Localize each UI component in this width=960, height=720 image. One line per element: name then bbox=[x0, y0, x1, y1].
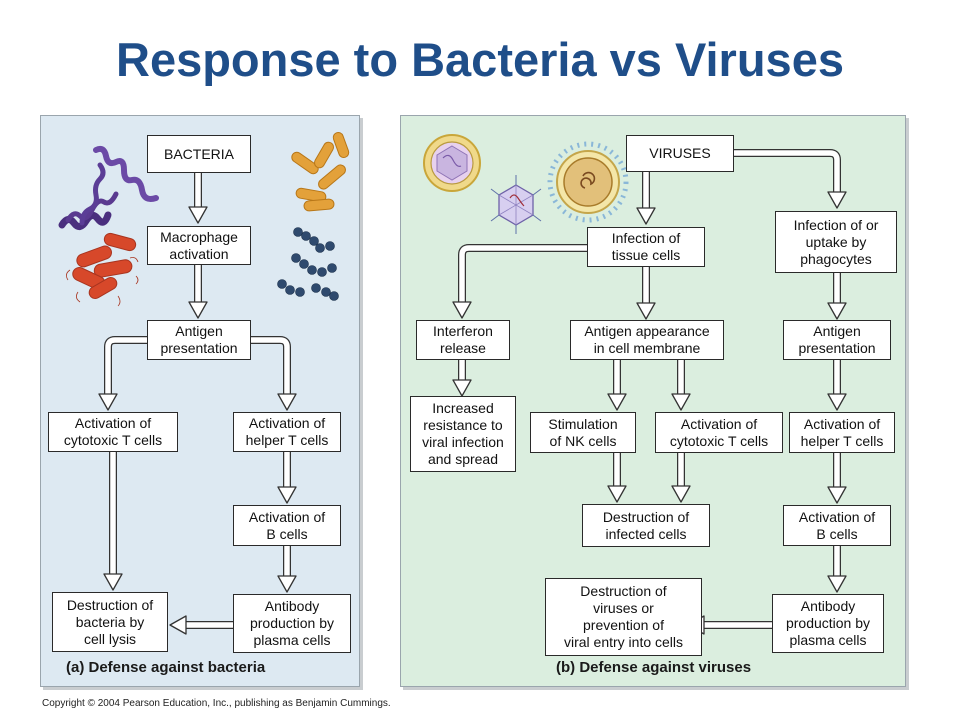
arrow-viruses-infection-tissue bbox=[636, 172, 656, 225]
virus-cytotoxic-t-label: Activation of cytotoxic T cells bbox=[669, 415, 769, 449]
bacteria-destruction-label: Destruction of bacteria by cell lysis bbox=[66, 596, 154, 647]
virus-helper-t-label: Activation of helper T cells bbox=[800, 415, 884, 449]
arrow-antigen-split bbox=[98, 336, 297, 411]
bacteria-destruction-node: Destruction of bacteria by cell lysis bbox=[52, 592, 168, 652]
interferon-release-node: Interferon release bbox=[416, 320, 510, 360]
icosahedral-virus-icon bbox=[490, 175, 542, 234]
virus-destruction-node: Destruction of viruses or prevention of … bbox=[545, 578, 702, 656]
arrow-cytotoxic-destruction bbox=[103, 452, 123, 591]
b-cell-activation-node: Activation of B cells bbox=[233, 505, 341, 546]
arrow-infection-interferon bbox=[452, 244, 587, 319]
arrow-viruses-phagocytes bbox=[734, 149, 847, 209]
virus-antibody-production-node: Antibody production by plasma cells bbox=[772, 594, 884, 653]
slide-title: Response to Bacteria vs Viruses bbox=[116, 33, 844, 86]
cytotoxic-t-activation-label: Activation of cytotoxic T cells bbox=[63, 415, 163, 448]
arrow-cytotoxic-destruction-infected bbox=[671, 453, 691, 503]
arrow-antigen-helper bbox=[827, 360, 847, 411]
bacteria-label: BACTERIA bbox=[163, 145, 234, 162]
phagocyte-infection-node: Infection of or uptake by phagocytes bbox=[775, 211, 897, 273]
virus-destruction-label: Destruction of viruses or prevention of … bbox=[563, 583, 684, 650]
infected-cell-destruction-label: Destruction of infected cells bbox=[602, 508, 690, 542]
interferon-release-label: Interferon release bbox=[433, 323, 493, 356]
helper-t-activation-node: Activation of helper T cells bbox=[233, 412, 341, 452]
increased-resistance-label: Increased resistance to viral infection … bbox=[422, 400, 504, 467]
increased-resistance-node: Increased resistance to viral infection … bbox=[410, 396, 516, 472]
viruses-label: VIRUSES bbox=[649, 145, 711, 161]
enveloped-virus-icon bbox=[423, 134, 481, 192]
panel-b-caption: (b) Defense against viruses bbox=[556, 659, 752, 676]
helper-t-activation-label: Activation of helper T cells bbox=[245, 415, 329, 448]
arrow-helper-bcells bbox=[277, 452, 297, 504]
bacteria-node: BACTERIA bbox=[147, 135, 251, 173]
macrophage-activation-node: Macrophage activation bbox=[147, 226, 251, 265]
nk-stimulation-node: Stimulation of NK cells bbox=[530, 412, 636, 453]
antigen-presentation-label: Antigen presentation bbox=[160, 323, 238, 356]
antibody-production-node: Antibody production by plasma cells bbox=[233, 594, 351, 653]
arrow-antibody-destruction-viruses bbox=[687, 615, 772, 635]
tissue-infection-node: Infection of tissue cells bbox=[587, 227, 705, 267]
arrow-antigen-cytotoxic bbox=[671, 360, 691, 411]
arrow-phagocytes-antigen bbox=[827, 273, 847, 320]
virus-b-cell-activation-label: Activation of B cells bbox=[798, 508, 876, 542]
arrow-bcells-antibody-virus bbox=[827, 546, 847, 593]
copyright-notice: Copyright © 2004 Pearson Education, Inc.… bbox=[42, 698, 391, 709]
phagocyte-infection-label: Infection of or uptake by phagocytes bbox=[793, 216, 879, 267]
antigen-presentation-node: Antigen presentation bbox=[147, 320, 251, 360]
rod-bacteria-icon bbox=[291, 131, 350, 212]
tissue-infection-label: Infection of tissue cells bbox=[611, 230, 681, 263]
cytotoxic-t-activation-node: Activation of cytotoxic T cells bbox=[48, 412, 178, 452]
arrow-infection-antigen-membrane bbox=[636, 267, 656, 320]
arrow-helper-bcells-virus bbox=[827, 453, 847, 504]
arrow-antibody-destruction bbox=[169, 615, 233, 635]
antibody-production-label: Antibody production by plasma cells bbox=[249, 598, 335, 648]
arrow-antigen-nk bbox=[607, 360, 627, 411]
rod-bacteria-icon bbox=[66, 232, 139, 307]
arrow-bcells-antibody bbox=[277, 546, 297, 593]
virus-helper-t-node: Activation of helper T cells bbox=[789, 412, 895, 453]
antigen-appearance-label: Antigen appearance in cell membrane bbox=[584, 323, 710, 356]
b-cell-activation-label: Activation of B cells bbox=[248, 508, 326, 542]
nk-stimulation-label: Stimulation of NK cells bbox=[548, 415, 618, 449]
arrow-interferon-resistance bbox=[452, 360, 472, 397]
virus-antibody-production-label: Antibody production by plasma cells bbox=[785, 598, 871, 648]
panel-a-caption: (a) Defense against bacteria bbox=[66, 659, 266, 676]
virus-antigen-presentation-label: Antigen presentation bbox=[798, 323, 876, 356]
macrophage-activation-label: Macrophage activation bbox=[160, 228, 238, 262]
viruses-node: VIRUSES bbox=[626, 135, 734, 172]
antigen-appearance-node: Antigen appearance in cell membrane bbox=[570, 320, 724, 360]
infected-cell-destruction-node: Destruction of infected cells bbox=[582, 504, 710, 547]
arrow-nk-destruction bbox=[607, 453, 627, 503]
virus-antigen-presentation-node: Antigen presentation bbox=[783, 320, 891, 360]
spiked-virus-icon bbox=[547, 141, 629, 223]
spirochete-bacteria-icon bbox=[58, 145, 159, 230]
arrow-macrophage-antigen bbox=[188, 265, 208, 319]
virus-b-cell-activation-node: Activation of B cells bbox=[783, 505, 891, 546]
virus-cytotoxic-t-node: Activation of cytotoxic T cells bbox=[655, 412, 783, 453]
coccus-bacteria-icon bbox=[277, 227, 339, 301]
arrow-bacteria-macrophage bbox=[188, 173, 208, 224]
